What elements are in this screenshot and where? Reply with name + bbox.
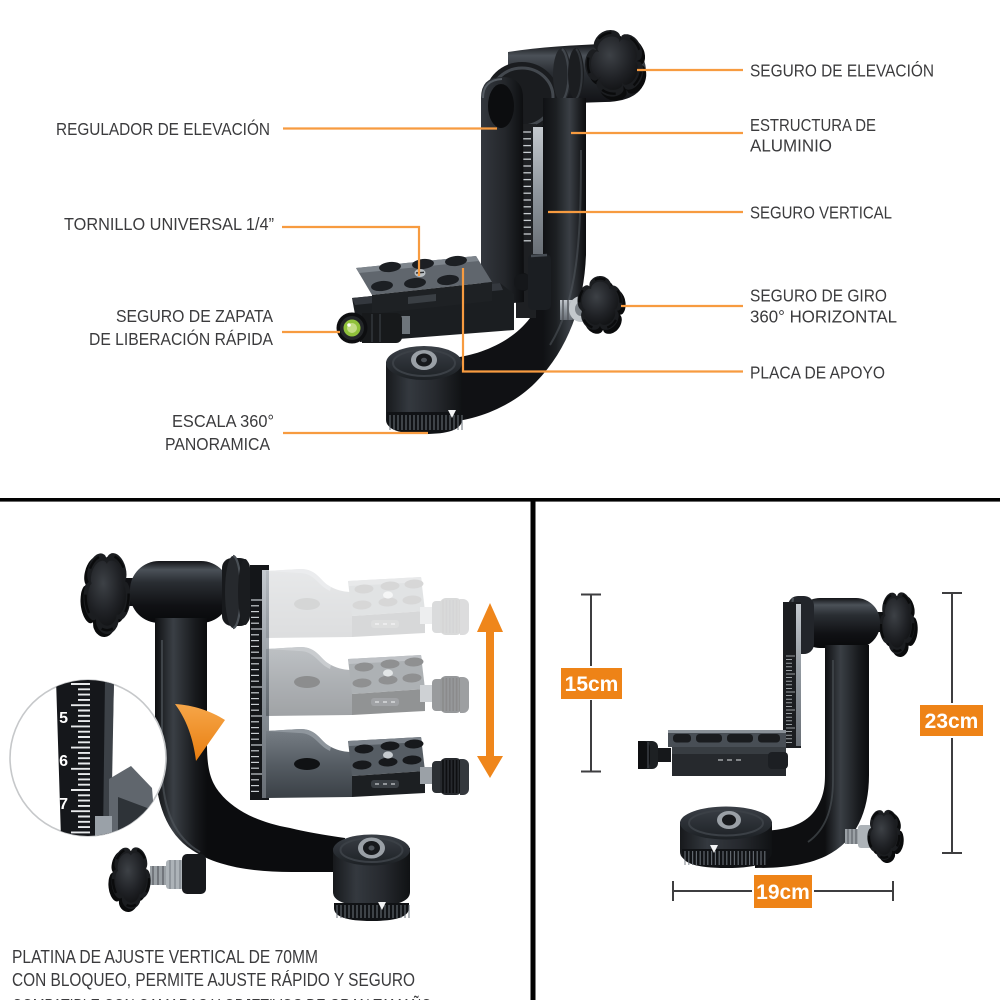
svg-text:ESCALA 360°: ESCALA 360°	[172, 411, 274, 431]
svg-text:15cm: 15cm	[565, 673, 619, 696]
svg-text:TORNILLO UNIVERSAL 1/4”: TORNILLO UNIVERSAL 1/4”	[64, 214, 274, 234]
svg-text:PANORAMICA: PANORAMICA	[165, 434, 270, 454]
svg-text:SEGURO DE ELEVACIÓN: SEGURO DE ELEVACIÓN	[750, 61, 934, 81]
svg-text:6: 6	[59, 753, 68, 770]
svg-text:360° HORIZONTAL: 360° HORIZONTAL	[750, 307, 897, 327]
svg-text:7: 7	[59, 796, 68, 813]
svg-text:PLACA DE APOYO: PLACA DE APOYO	[750, 363, 885, 383]
svg-text:CON BLOQUEO, PERMITE AJUSTE RÁ: CON BLOQUEO, PERMITE AJUSTE RÁPIDO Y SEG…	[12, 969, 415, 990]
svg-text:DE LIBERACIÓN RÁPIDA: DE LIBERACIÓN RÁPIDA	[89, 329, 273, 349]
svg-text:23cm: 23cm	[925, 710, 979, 733]
svg-text:PLATINA DE AJUSTE VERTICAL DE: PLATINA DE AJUSTE VERTICAL DE 70MM	[12, 946, 318, 967]
svg-text:SEGURO DE GIRO: SEGURO DE GIRO	[750, 286, 887, 306]
svg-text:REGULADOR DE ELEVACIÓN: REGULADOR DE ELEVACIÓN	[56, 119, 270, 139]
svg-text:SEGURO DE ZAPATA: SEGURO DE ZAPATA	[116, 306, 273, 326]
svg-text:COMPATIBLE CON CAMARAS Y OBJET: COMPATIBLE CON CAMARAS Y OBJETIVOS DE GR…	[12, 995, 432, 1000]
svg-text:19cm: 19cm	[756, 881, 810, 904]
svg-text:5: 5	[59, 710, 68, 727]
svg-text:ESTRUCTURA DE: ESTRUCTURA DE	[750, 115, 876, 135]
svg-text:SEGURO VERTICAL: SEGURO VERTICAL	[750, 203, 892, 223]
svg-text:ALUMINIO: ALUMINIO	[750, 136, 832, 156]
